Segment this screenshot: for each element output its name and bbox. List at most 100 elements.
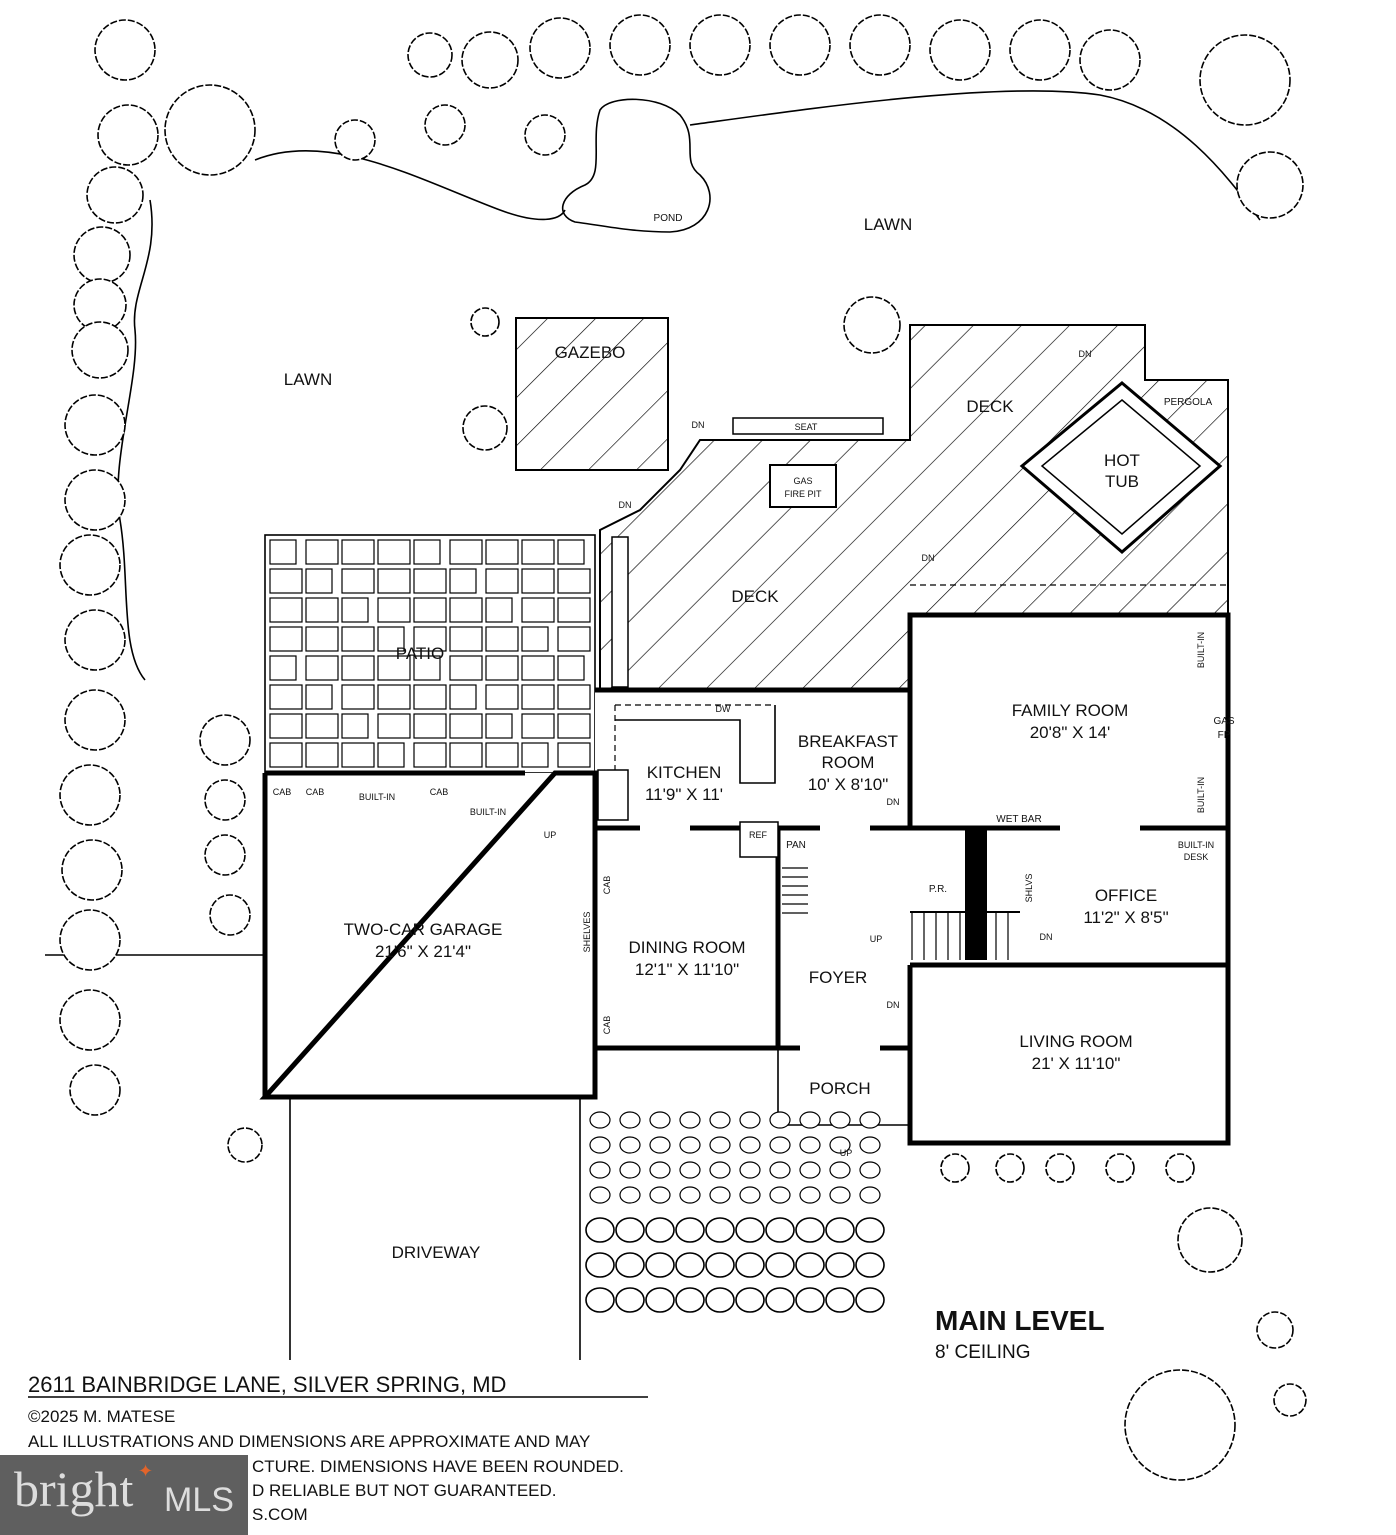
walk-stone bbox=[589, 1136, 611, 1154]
walk-stone bbox=[679, 1186, 701, 1204]
label-pergola: PERGOLA bbox=[1164, 397, 1213, 408]
tree bbox=[204, 779, 246, 821]
label-dining-dim: 12'1" X 11'10" bbox=[635, 960, 739, 979]
walk-stone bbox=[705, 1287, 735, 1313]
tree bbox=[843, 296, 901, 354]
walk-stone bbox=[585, 1252, 615, 1278]
label-built-in-desk: BUILT-IN bbox=[1178, 840, 1214, 850]
walk-stone bbox=[739, 1186, 761, 1204]
walk-stone bbox=[769, 1111, 791, 1129]
tree bbox=[1236, 151, 1304, 219]
walk-stone bbox=[855, 1287, 885, 1313]
tree bbox=[1273, 1383, 1307, 1417]
disclaimer-line: S.COM bbox=[252, 1505, 308, 1524]
label-up: UP bbox=[544, 830, 557, 840]
refrigerator bbox=[739, 821, 779, 858]
walk-stone bbox=[799, 1186, 821, 1204]
tree bbox=[470, 307, 500, 337]
tree bbox=[1009, 19, 1071, 81]
label-built-in-desk: DESK bbox=[1184, 852, 1209, 862]
label-dn: DN bbox=[1040, 932, 1053, 942]
walk-stone bbox=[735, 1287, 765, 1313]
label-patio: PATIO bbox=[396, 644, 445, 663]
walk-stone bbox=[585, 1217, 615, 1243]
tree bbox=[64, 689, 126, 751]
label-foyer: FOYER bbox=[809, 968, 868, 987]
label-shlvs: SHLVS bbox=[1024, 874, 1034, 903]
walk-stone bbox=[855, 1217, 885, 1243]
walk-stone bbox=[829, 1136, 851, 1154]
walk-stone bbox=[859, 1161, 881, 1179]
walk-stone bbox=[799, 1111, 821, 1129]
label-garage-dim: 21'6" X 21'4" bbox=[375, 942, 471, 961]
tree bbox=[461, 31, 519, 89]
walk-stone bbox=[615, 1287, 645, 1313]
tree bbox=[407, 32, 453, 78]
disclaimer-line: D RELIABLE BUT NOT GUARANTEED. bbox=[252, 1481, 557, 1500]
label-cab: CAB bbox=[306, 787, 325, 797]
tree bbox=[94, 19, 156, 81]
label-office: OFFICE bbox=[1095, 886, 1157, 905]
walk-stone bbox=[795, 1287, 825, 1313]
walk-stone bbox=[619, 1161, 641, 1179]
walk-stone bbox=[619, 1111, 641, 1129]
walk-stone bbox=[859, 1186, 881, 1204]
walk-stone bbox=[825, 1287, 855, 1313]
walk-stone bbox=[735, 1217, 765, 1243]
label-pan: PAN bbox=[786, 840, 806, 851]
label-dn: DN bbox=[922, 553, 935, 563]
label-fire-pit: FIRE PIT bbox=[784, 489, 822, 499]
walk-stone bbox=[709, 1111, 731, 1129]
walk-stone bbox=[765, 1217, 795, 1243]
label-shelves: SHELVES bbox=[582, 912, 592, 953]
tree bbox=[209, 894, 251, 936]
label-fire-pit: GAS bbox=[793, 476, 812, 486]
walk-stone bbox=[709, 1161, 731, 1179]
label-built-in: BUILT-IN bbox=[470, 807, 506, 817]
label-kitchen-dim: 11'9" X 11' bbox=[645, 785, 723, 804]
tree bbox=[64, 609, 126, 671]
label-kitchen: KITCHEN bbox=[647, 763, 722, 782]
tree bbox=[334, 119, 376, 161]
label-dn: DN bbox=[887, 797, 900, 807]
label-powder-room: P.R. bbox=[929, 884, 947, 895]
tree bbox=[199, 714, 251, 766]
label-lawn: LAWN bbox=[284, 370, 333, 389]
tree bbox=[849, 14, 911, 76]
walk-stone bbox=[675, 1287, 705, 1313]
tree bbox=[424, 104, 466, 146]
walk-stone bbox=[825, 1217, 855, 1243]
walk-stone bbox=[679, 1161, 701, 1179]
walk-stone bbox=[675, 1252, 705, 1278]
label-lawn: LAWN bbox=[864, 215, 913, 234]
tree bbox=[61, 839, 123, 901]
walk-stone bbox=[739, 1161, 761, 1179]
tree bbox=[86, 166, 144, 224]
tree bbox=[59, 989, 121, 1051]
label-family-dim: 20'8" X 14' bbox=[1030, 723, 1111, 742]
copyright: ©2025 M. MATESE bbox=[28, 1407, 176, 1426]
label-deck: DECK bbox=[966, 397, 1014, 416]
label-cab: CAB bbox=[602, 1016, 612, 1035]
seat bbox=[611, 536, 629, 688]
label-hot-tub: TUB bbox=[1105, 472, 1139, 491]
hot-tub-inner bbox=[1040, 399, 1202, 535]
walk-stone bbox=[855, 1252, 885, 1278]
trees bbox=[59, 14, 1307, 1481]
label-dw: DW bbox=[716, 704, 731, 714]
tree bbox=[1045, 1153, 1075, 1183]
walk-stone bbox=[619, 1186, 641, 1204]
walk-stone bbox=[649, 1136, 671, 1154]
gas-fire-pit bbox=[769, 464, 837, 508]
walk-stone bbox=[765, 1287, 795, 1313]
walk-stone bbox=[709, 1136, 731, 1154]
label-garage: TWO-CAR GARAGE bbox=[344, 920, 503, 939]
label-porch: PORCH bbox=[809, 1079, 870, 1098]
tree bbox=[1199, 34, 1291, 126]
walk-stone bbox=[829, 1161, 851, 1179]
walk-stone bbox=[615, 1252, 645, 1278]
label-gazebo: GAZEBO bbox=[555, 343, 626, 362]
walk-stone bbox=[735, 1252, 765, 1278]
label-seat: SEAT bbox=[795, 422, 818, 432]
lawn-edge-path bbox=[689, 90, 1261, 221]
